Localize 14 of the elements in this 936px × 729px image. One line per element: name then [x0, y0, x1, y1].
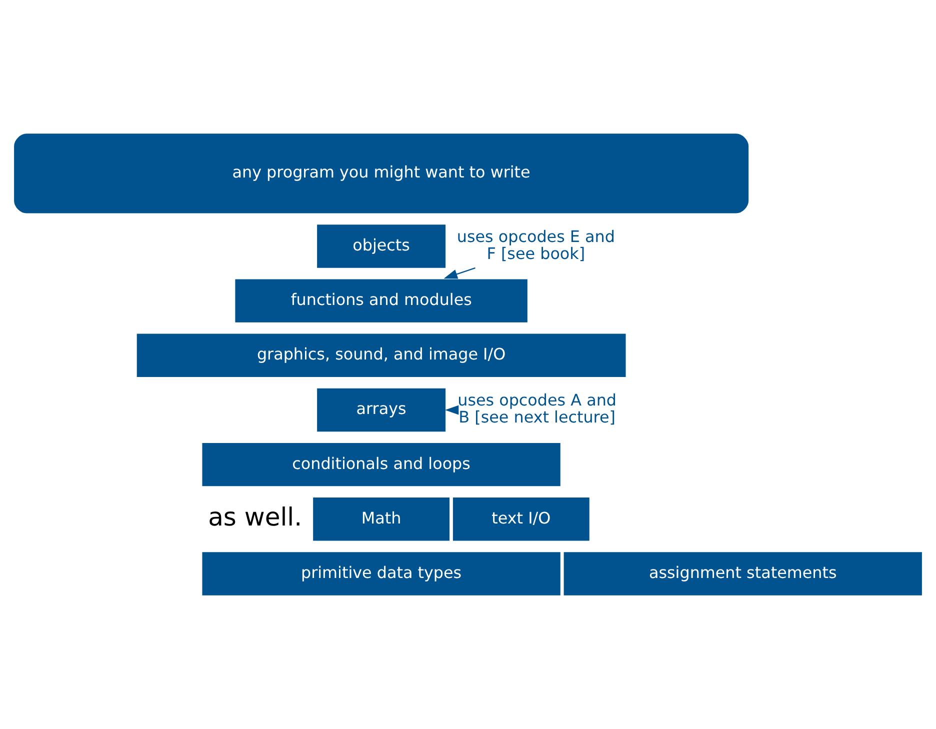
node-box: Math: [310, 495, 452, 544]
node-box: graphics, sound, and image I/O: [134, 332, 628, 380]
node-text: uses opcodes A and B [see next lecture]: [458, 390, 617, 427]
node-box: any program you might want to write: [12, 131, 751, 216]
node-box: conditionals and loops: [200, 440, 563, 488]
node-text: uses opcodes E and F [see book]: [456, 226, 615, 263]
arrow: [445, 405, 459, 415]
node-box: objects: [314, 222, 448, 270]
node-box: functions and modules: [232, 276, 530, 325]
node-box: text I/O: [450, 495, 592, 544]
arrow: [444, 267, 476, 279]
label: as well.: [208, 502, 302, 532]
node-box: assignment statements: [562, 550, 924, 598]
node-box: primitive data types: [200, 550, 563, 598]
